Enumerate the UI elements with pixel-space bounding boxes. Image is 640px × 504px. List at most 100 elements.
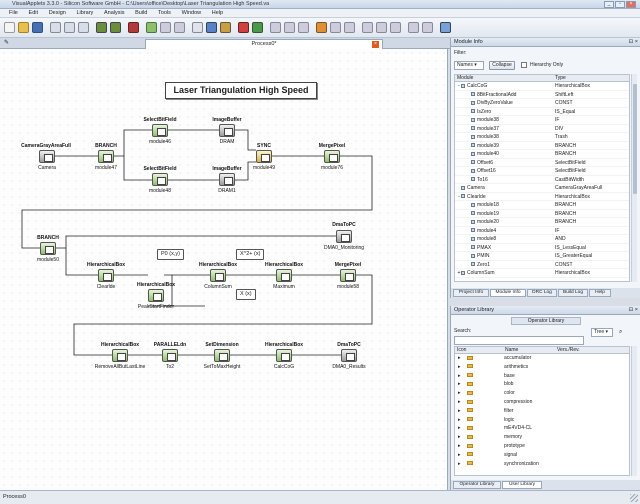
operator-folder-row[interactable]: ▸signal	[455, 451, 629, 460]
run-icon[interactable]	[252, 22, 263, 33]
expand-icon[interactable]: ▸	[458, 425, 461, 432]
tree-toggle-icon[interactable]: +	[457, 270, 461, 276]
menu-help[interactable]: Help	[211, 10, 224, 16]
resize-grip-icon[interactable]	[630, 494, 638, 502]
tree-toggle-icon[interactable]: -	[458, 83, 460, 89]
node-hierarchicalbox-maximum[interactable]	[276, 269, 292, 282]
hierarchy-only-checkbox[interactable]	[521, 62, 527, 68]
formula-box[interactable]: X^2+ (x)	[236, 249, 265, 260]
tab-user-library[interactable]: User Library	[502, 481, 542, 489]
column-name[interactable]: Name	[505, 347, 519, 353]
tab-drc-log[interactable]: DRC Log	[527, 289, 557, 297]
zoom-out-icon[interactable]	[174, 22, 185, 33]
expand-icon[interactable]: ▸	[458, 434, 461, 441]
node-branch-module50[interactable]	[40, 242, 56, 255]
expand-icon[interactable]: ▸	[458, 363, 461, 370]
menu-tools[interactable]: Tools	[158, 10, 171, 16]
operator-folder-row[interactable]: ▸blob	[455, 380, 629, 389]
tab-operator-library[interactable]: Operator Library	[453, 481, 501, 489]
menu-build[interactable]: Build	[135, 10, 148, 16]
node-branch-module47[interactable]	[98, 150, 114, 163]
node-imagebuffer-dram1[interactable]	[219, 173, 235, 186]
node-imagebuffer-dram[interactable]	[219, 124, 235, 137]
tree-toggle-icon[interactable]: -	[458, 193, 460, 200]
close-tab-icon[interactable]: ×	[372, 41, 379, 48]
new-file-icon[interactable]	[4, 22, 15, 33]
menu-file[interactable]: File	[9, 10, 18, 16]
undo-icon[interactable]	[96, 22, 107, 33]
expand-icon[interactable]: ▸	[458, 460, 461, 467]
scrollbar-thumb[interactable]	[633, 84, 637, 194]
module-table-scrollbar[interactable]	[631, 74, 637, 282]
layout-icon[interactable]	[390, 22, 401, 33]
cut-icon[interactable]	[50, 22, 61, 33]
drc-icon[interactable]	[206, 22, 217, 33]
copy-icon[interactable]	[64, 22, 75, 33]
bitwidth-icon[interactable]	[330, 22, 341, 33]
expand-icon[interactable]: ▸	[458, 390, 461, 397]
operator-folder-row[interactable]: ▸prototype	[455, 442, 629, 451]
operator-folder-row[interactable]: ▸mE4VD4-CL	[455, 424, 629, 433]
search-input[interactable]	[454, 336, 584, 345]
column-type[interactable]: Type	[555, 75, 566, 81]
node-hierarchicalbox-clearlde[interactable]	[98, 269, 114, 282]
open-folder-icon[interactable]	[18, 22, 29, 33]
tab-process0[interactable]: Process0* ×	[145, 39, 383, 49]
delete-icon[interactable]	[128, 22, 139, 33]
help-icon[interactable]	[440, 22, 451, 33]
node-hierarchicalbox-columnsum[interactable]	[210, 269, 226, 282]
close-panel-icon[interactable]: ⊡ ×	[628, 39, 638, 45]
grid-icon[interactable]	[362, 22, 373, 33]
column-icon[interactable]: Icon	[457, 347, 467, 353]
expand-icon[interactable]: ▸	[458, 398, 461, 405]
parallelism-icon[interactable]	[344, 22, 355, 33]
node-mergepixel-module58[interactable]	[340, 269, 356, 282]
operator-folder-row[interactable]: ▸arithmetics	[455, 363, 629, 372]
operator-folder-row[interactable]: ▸filter	[455, 407, 629, 416]
menu-edit[interactable]: Edit	[28, 10, 39, 16]
menu-window[interactable]: Window	[181, 10, 202, 16]
node-hierarchicalbox-calccog[interactable]	[276, 349, 292, 362]
expand-icon[interactable]: ▸	[458, 381, 461, 388]
tab-build-log[interactable]: Build Log	[558, 289, 588, 297]
operator-folder-row[interactable]: ▸color	[455, 389, 629, 398]
menu-analysis[interactable]: Analysis	[103, 10, 125, 16]
tab-module-info[interactable]: Module Info	[490, 289, 526, 297]
expand-icon[interactable]: ▸	[458, 442, 461, 449]
expand-icon[interactable]: ▸	[458, 451, 461, 458]
node-setdimension[interactable]	[214, 349, 230, 362]
operator-folder-row[interactable]: ▸memory	[455, 433, 629, 442]
node-paralleldn-to2[interactable]	[162, 349, 178, 362]
operator-folder-row[interactable]: ▸base	[455, 372, 629, 381]
node-selectbitfield-module46[interactable]	[152, 124, 168, 137]
column-module[interactable]: Module	[457, 75, 474, 81]
menu-design[interactable]: Design	[48, 10, 66, 16]
node-sync-module49[interactable]	[256, 150, 272, 163]
settings-icon[interactable]	[408, 22, 419, 33]
maximize-button[interactable]: ▫	[615, 1, 625, 8]
simulation-icon[interactable]	[270, 22, 281, 33]
formula-box[interactable]: P0 (x,y)	[157, 249, 184, 260]
save-icon[interactable]	[32, 22, 43, 33]
menu-library[interactable]: Library	[76, 10, 94, 16]
resource-icon[interactable]	[298, 22, 309, 33]
lightning-icon[interactable]	[316, 22, 327, 33]
close-panel-icon[interactable]: ⊡ ×	[628, 307, 638, 313]
column-version[interactable]: Vers./Rev.	[557, 347, 580, 353]
